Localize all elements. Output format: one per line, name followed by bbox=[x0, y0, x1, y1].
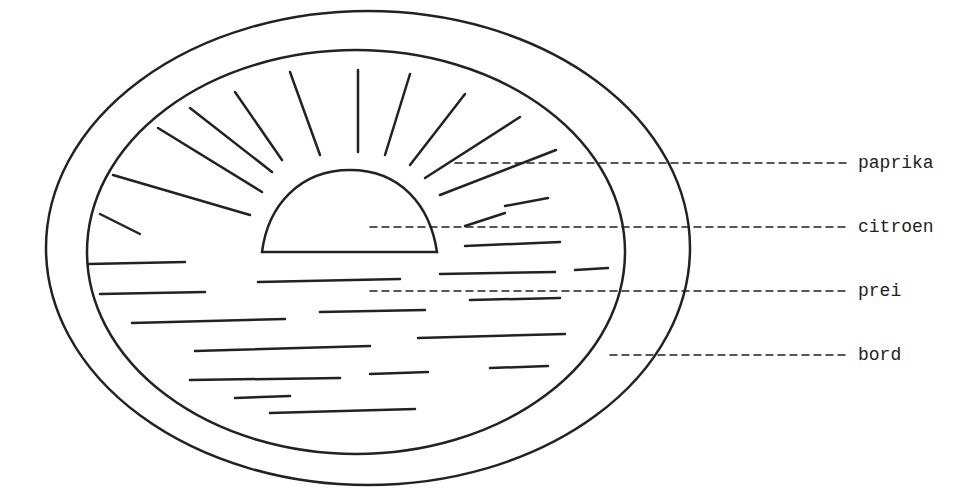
part-label: paprika bbox=[857, 152, 935, 174]
leek-strips bbox=[88, 242, 608, 413]
leader-line bbox=[370, 290, 850, 292]
part-label: prei bbox=[857, 280, 902, 302]
pepper-strips bbox=[100, 70, 556, 234]
part-label: bord bbox=[857, 344, 902, 366]
leader-lines bbox=[370, 163, 850, 355]
plate-rim bbox=[46, 11, 690, 485]
leader-line bbox=[370, 226, 850, 228]
leader-line bbox=[455, 162, 850, 164]
plate-inner bbox=[87, 50, 625, 454]
lemon-half bbox=[262, 170, 437, 252]
part-label: citroen bbox=[857, 216, 935, 238]
leader-line bbox=[610, 354, 850, 356]
